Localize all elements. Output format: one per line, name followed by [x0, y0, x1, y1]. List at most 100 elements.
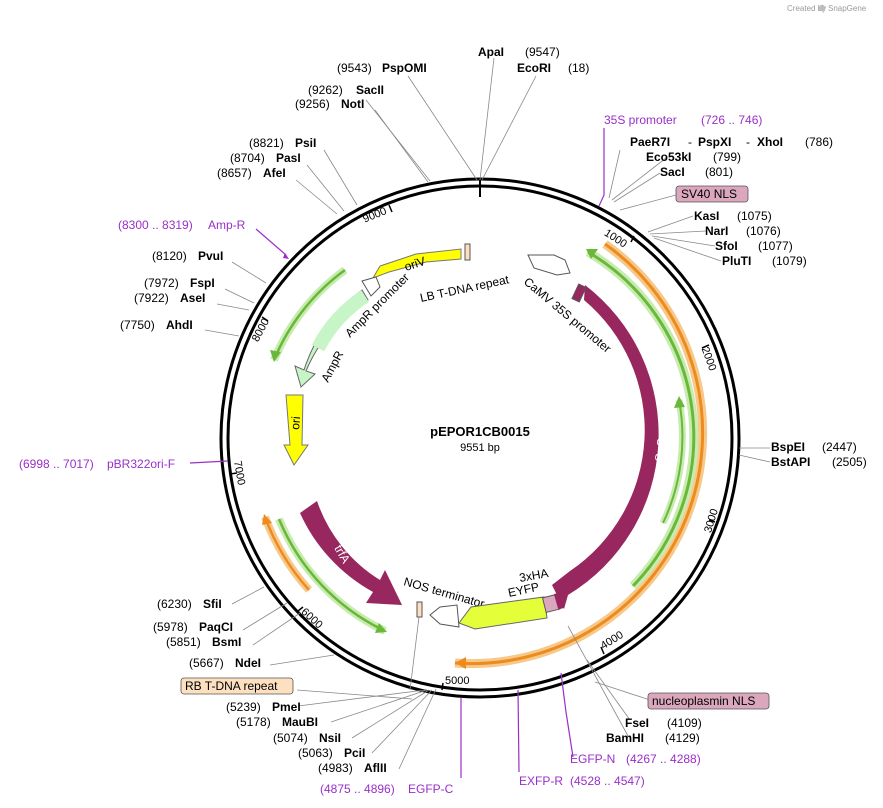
nos-terminator-arrow [429, 604, 460, 628]
green-arrowhead-right-short [674, 396, 685, 408]
primer-egfpc: EGFP-C [408, 782, 454, 796]
site-saci: SacI [660, 165, 685, 179]
green-arrowhead-left-bottom [375, 623, 387, 633]
site-bamhi: BamHI [606, 731, 644, 745]
site-afei: AfeI [263, 166, 286, 180]
site-noti-pos: (9256) [295, 97, 330, 111]
dash-2: - [746, 135, 750, 149]
primer-pbr322-range: (6998 .. 7017) [19, 457, 94, 471]
site-sacii-pos: (9262) [308, 83, 343, 97]
leader-lines [204, 57, 771, 770]
sacas9-feature [552, 285, 659, 609]
sacas9-label: SaCas9 [652, 418, 671, 462]
ampr-label: AmpR [318, 348, 346, 384]
site-kasi: KasI [694, 209, 719, 223]
site-nsii-pos: (5074) [273, 731, 308, 745]
site-bsmi: BsmI [212, 635, 241, 649]
site-bsmi-pos: (5851) [166, 635, 201, 649]
sacas9-start-block [571, 283, 587, 303]
site-sfii-pos: (6230) [157, 597, 192, 611]
nucleoplasmin-nls-label: nucleoplasmin NLS [652, 694, 755, 708]
site-aflii-pos: (4983) [318, 761, 353, 775]
site-pasi-pos: (8704) [230, 151, 265, 165]
site-sfii: SfiI [203, 597, 222, 611]
dash-1: - [688, 135, 692, 149]
site-ahdi: AhdI [166, 318, 193, 332]
primer-markers [189, 128, 605, 778]
credit-text: Created by [787, 4, 826, 13]
ori-label: ori [288, 416, 303, 431]
primer-pbr322: pBR322ori-F [107, 457, 175, 471]
site-pspomi-pos: (9543) [337, 61, 372, 75]
tick-label-4000: 4000 [599, 629, 626, 652]
site-pspxi: PspXI [698, 135, 731, 149]
site-pcii-pos: (5063) [298, 746, 333, 760]
ori-feature [283, 394, 309, 466]
primer-exfpr: EXFP-R [519, 774, 563, 788]
site-nari: NarI [705, 224, 728, 238]
green-arrowhead-left-top [270, 350, 281, 362]
primer-ampr-range: (8300 .. 8319) [118, 218, 193, 232]
site-psii: PsiI [295, 136, 316, 150]
orange-arrowhead [455, 657, 466, 669]
site-noti: NotI [341, 97, 364, 111]
site-maubi-pos: (5178) [236, 715, 271, 729]
primer-ampr: Amp-R [208, 218, 246, 232]
lb-repeat-block [464, 243, 471, 261]
nls-block [553, 592, 565, 610]
site-sacii: SacII [356, 83, 384, 97]
ampr-promoter-arrow [361, 276, 381, 297]
site-sfoi-pos: (1077) [758, 239, 793, 253]
plasmid-length: 9551 bp [460, 442, 500, 454]
site-afei-pos: (8657) [217, 166, 252, 180]
credit-brand: SnapGene [828, 4, 867, 13]
nucleoplasmin-nls-box [647, 692, 770, 710]
site-nari-pos: (1076) [746, 224, 781, 238]
site-apai: ApaI [478, 45, 504, 59]
site-aflii: AflII [364, 761, 387, 775]
tick-label-7000: 7000 [231, 460, 247, 486]
site-psii-pos: (8821) [249, 136, 284, 150]
site-paer7i: PaeR7I [630, 135, 670, 149]
site-apai-pos: (9547) [525, 45, 560, 59]
tick-label-5000: 5000 [445, 675, 469, 687]
lb-repeat-label: LB T-DNA repeat [419, 272, 511, 305]
site-pmei-pos: (5239) [226, 700, 261, 714]
rb-repeat-block [416, 601, 423, 618]
nos-label: NOS terminator [402, 574, 486, 610]
green-arrowhead-right [586, 249, 598, 259]
site-ecori-pos: (18) [568, 61, 589, 75]
site-pvui-pos: (8120) [152, 249, 187, 263]
site-fspi-pos: (7972) [144, 276, 179, 290]
site-eco53ki: Eco53kI [646, 150, 691, 164]
site-paqci-pos: (5978) [153, 620, 188, 634]
site-ahdi-pos: (7750) [120, 318, 155, 332]
site-bamhi-pos: (4129) [665, 731, 700, 745]
primer-exfpr-range: (4528 .. 4547) [570, 774, 645, 788]
site-bspei-pos: (2447) [822, 440, 857, 454]
ha-label: 3xHA [518, 566, 549, 585]
sv40-nls-label: SV40 NLS [681, 187, 737, 201]
site-bstapi: BstAPI [771, 455, 810, 469]
cds-green-left-top [272, 268, 346, 361]
site-pluti: PluTI [722, 254, 751, 268]
site-fsei-pos: (4109) [667, 716, 702, 730]
site-ndei: NdeI [235, 656, 261, 670]
plasmid-name: pEPOR1CB0015 [430, 424, 530, 439]
camv-promoter-arrow [527, 254, 571, 276]
site-kasi-pos: (1075) [737, 209, 772, 223]
tick-label-8000: 8000 [250, 317, 272, 344]
primer-35s: 35S promoter [604, 113, 677, 127]
sv40-nls-box [675, 185, 749, 203]
site-asei-pos: (7922) [134, 291, 169, 305]
site-pvui: PvuI [198, 249, 223, 263]
primer-egfpn: EGFP-N [570, 752, 615, 766]
site-ndei-pos: (5667) [189, 656, 224, 670]
site-pmei: PmeI [272, 700, 301, 714]
amp-r-primer-arrow [283, 253, 289, 259]
tick-label-9000: 9000 [361, 205, 388, 225]
site-sfoi: SfoI [715, 239, 738, 253]
tick-marks [229, 204, 716, 691]
oriv-label: oriV [403, 254, 428, 274]
